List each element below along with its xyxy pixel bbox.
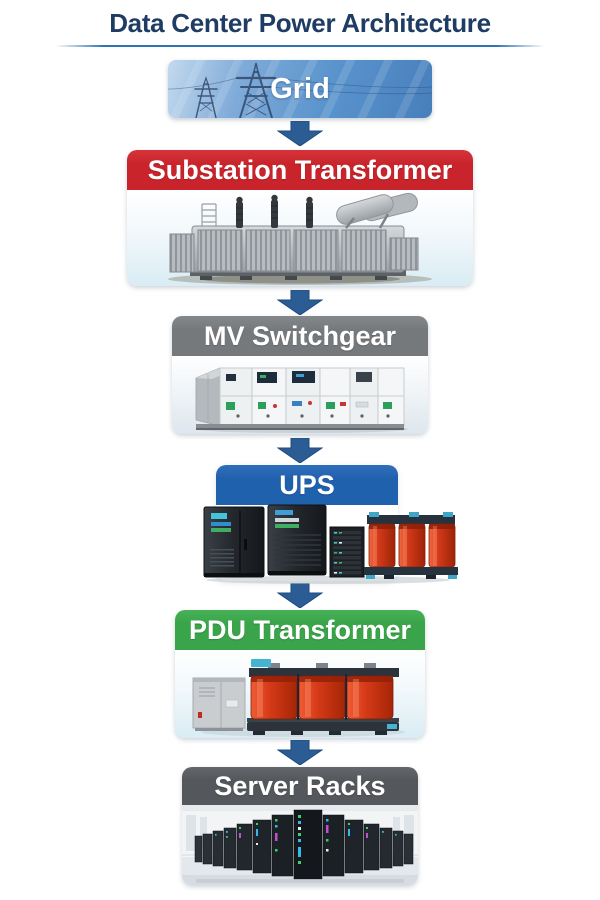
arrow-down-icon	[277, 121, 323, 146]
ups-equipment-illustration	[203, 504, 458, 584]
stage-pdu-transformer-label: PDU Transformer	[175, 610, 425, 650]
stage-grid-label: Grid	[270, 72, 330, 105]
stage-pdu-transformer: PDU Transformer	[175, 610, 425, 738]
arrow-down-icon	[277, 290, 323, 315]
stage-server-racks: Server Racks	[182, 767, 418, 885]
title-underline	[55, 45, 545, 47]
stage-substation-transformer-image	[127, 190, 473, 286]
arrow-down-icon	[277, 583, 323, 608]
stage-mv-switchgear: MV Switchgear	[172, 316, 428, 434]
stage-mv-switchgear-image	[172, 356, 428, 434]
substation-transformer-illustration	[168, 192, 432, 285]
stage-substation-transformer: Substation Transformer	[127, 150, 473, 286]
stage-server-racks-label: Server Racks	[182, 767, 418, 805]
stage-mv-switchgear-label: MV Switchgear	[172, 316, 428, 356]
pdu-transformer-illustration	[192, 659, 405, 737]
transmission-towers-illustration	[168, 62, 432, 118]
server-racks-illustration	[182, 805, 418, 885]
stage-server-racks-image	[182, 805, 418, 885]
stage-substation-transformer-label: Substation Transformer	[127, 150, 473, 190]
page-title: Data Center Power Architecture	[109, 8, 491, 38]
mv-switchgear-illustration	[195, 367, 408, 433]
stage-ups-label: UPS	[216, 465, 398, 505]
arrow-down-icon	[277, 438, 323, 463]
stage-pdu-transformer-image	[175, 650, 425, 738]
stage-grid: Grid	[168, 60, 432, 118]
arrow-down-icon	[277, 740, 323, 765]
